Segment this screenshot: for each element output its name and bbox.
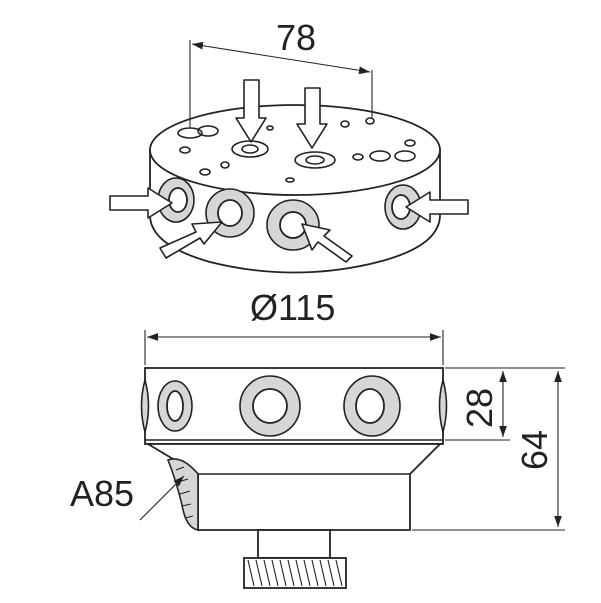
a85-label: A85 — [70, 473, 134, 514]
dimension-28: 28 — [445, 367, 510, 441]
ring-knockouts — [157, 375, 401, 437]
side-view: Ø115 — [70, 287, 565, 589]
cutaway-edge — [166, 458, 199, 531]
dimension-64-label: 64 — [514, 430, 555, 470]
dimension-28-label: 28 — [459, 388, 500, 428]
threaded-nozzle — [243, 529, 347, 589]
dimension-78-label: 78 — [276, 17, 316, 58]
dimension-diameter: Ø115 — [144, 287, 444, 365]
diagonal-arrow-icon — [159, 221, 223, 259]
isometric-view: 78 — [109, 17, 469, 274]
left-arrow-icon — [405, 191, 469, 223]
dimension-78: 78 — [189, 17, 373, 128]
diagonal-arrow-icon — [301, 223, 353, 263]
dimension-64: 64 — [412, 367, 565, 531]
down-arrow-icon — [235, 79, 267, 143]
dimension-diameter-label: Ø115 — [250, 287, 335, 328]
insertion-arrows — [109, 79, 469, 263]
down-arrow-icon — [296, 87, 328, 149]
box-top-face — [149, 104, 441, 196]
right-arrow-icon — [109, 187, 173, 219]
dimension-a85: A85 — [70, 473, 185, 521]
